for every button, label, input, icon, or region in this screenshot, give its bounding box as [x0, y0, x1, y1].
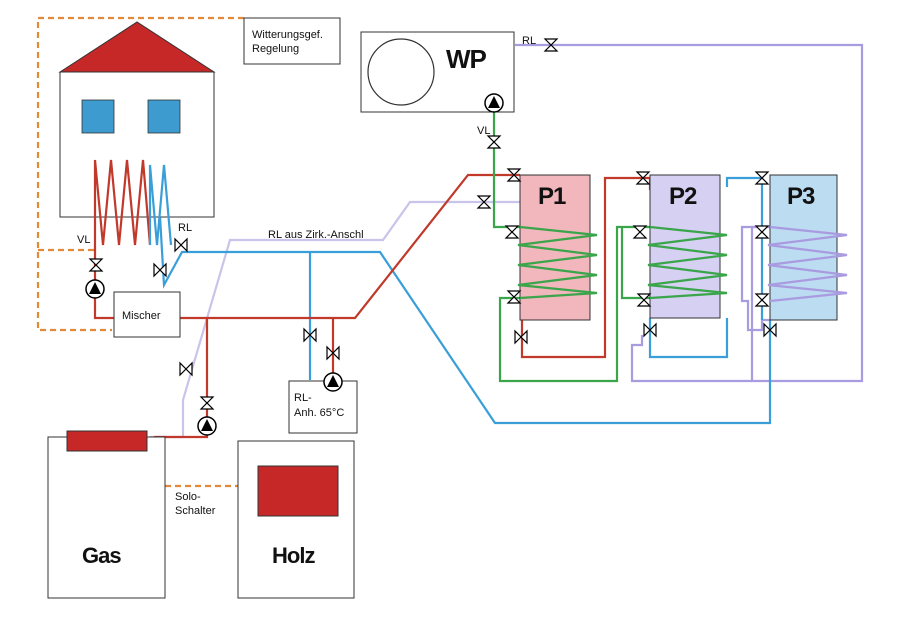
- radiator-red: [93, 159, 152, 285]
- control-wiring: [36, 16, 244, 488]
- wood-boiler-label: Holz: [272, 543, 315, 568]
- circulation-return-label: RL aus Zirk.-Anschl: [268, 229, 364, 241]
- house-return-label: RL: [178, 222, 192, 234]
- valve-icon[interactable]: [153, 263, 167, 277]
- wood-boiler-body: [237, 440, 355, 599]
- weather-control-line2: Regelung: [252, 43, 299, 55]
- house-return-pipe: [155, 164, 772, 425]
- buffer-tank-2: P2: [647, 174, 728, 319]
- mixer-box: [113, 291, 181, 338]
- weather-control-line1: Witterungsgef.: [252, 29, 323, 41]
- valve-icon[interactable]: [200, 396, 214, 410]
- mixer-label: Mischer: [122, 310, 161, 322]
- valve-icon[interactable]: [179, 362, 193, 376]
- valve-icon[interactable]: [89, 258, 103, 272]
- valve-icon[interactable]: [755, 293, 769, 307]
- solo-switch-line2: Schalter: [175, 505, 216, 517]
- house-window-left: [81, 99, 115, 134]
- heat-pump-fan-icon: [367, 38, 435, 106]
- heat-pump-pump-icon[interactable]: [484, 93, 504, 113]
- solo-switch-line1: Solo-: [175, 491, 201, 503]
- gas-burner: [66, 430, 148, 452]
- buffer-tank-1: P1: [517, 174, 598, 321]
- radiator-blue: [148, 164, 173, 246]
- house-supply-label: VL: [77, 234, 90, 246]
- heat-pump-return-circuit: [515, 43, 864, 383]
- heat-pump-label: WP: [446, 44, 487, 74]
- gas-pump-icon[interactable]: [197, 416, 217, 436]
- gas-supply-pipe: [154, 318, 209, 439]
- buffer-3-label: P3: [787, 183, 815, 210]
- control-line-house: [36, 16, 244, 332]
- buffer-2-coil: [647, 225, 728, 300]
- buffer-3-coil: [767, 225, 848, 303]
- gas-boiler-body: [47, 436, 166, 599]
- house-body: [59, 71, 215, 218]
- wood-boiler: Holz: [237, 440, 355, 599]
- house-supply-pipe: [93, 173, 520, 320]
- p2-return-pipe: [648, 318, 729, 359]
- valve-icon[interactable]: [755, 225, 769, 239]
- valve-icon[interactable]: [505, 225, 519, 239]
- valve-icon[interactable]: [637, 293, 651, 307]
- return-boost-line1: RL-: [294, 392, 312, 404]
- buffer-1-label: P1: [538, 183, 566, 210]
- valve-icon[interactable]: [633, 225, 647, 239]
- valve-icon[interactable]: [174, 238, 188, 252]
- p2-green-link: [620, 227, 650, 300]
- return-boost: RL- Anh. 65°C: [288, 380, 358, 434]
- buffer-1-coil: [517, 225, 598, 300]
- heat-pump-return-label: RL: [522, 35, 536, 47]
- return-riser-p3: [725, 176, 764, 320]
- house-window-right: [147, 99, 181, 134]
- mixer: Mischer: [113, 291, 181, 338]
- gas-boiler: Gas: [47, 430, 166, 599]
- valve-icon[interactable]: [487, 135, 501, 149]
- p2-p3-lilac-pipe: [740, 225, 770, 332]
- gas-boiler-label: Gas: [82, 543, 121, 568]
- wood-firebox: [257, 465, 339, 517]
- heat-pump-supply-label: VL: [477, 125, 490, 137]
- return-circuit: [155, 164, 772, 425]
- return-boost-line2: Anh. 65°C: [294, 407, 344, 419]
- weather-control: Witterungsgef. Regelung: [243, 17, 341, 65]
- return-boost-box: [288, 380, 358, 434]
- wood-pump-icon[interactable]: [323, 372, 343, 392]
- buffer-2-label: P2: [669, 183, 697, 210]
- weather-control-box: [243, 17, 341, 65]
- house-roof: [58, 21, 216, 73]
- house-supply-pump-icon[interactable]: [85, 279, 105, 299]
- p3-to-p2-lilac-pipe: [630, 335, 752, 383]
- house: [58, 21, 216, 285]
- buffer-tank-3: P3: [767, 174, 848, 321]
